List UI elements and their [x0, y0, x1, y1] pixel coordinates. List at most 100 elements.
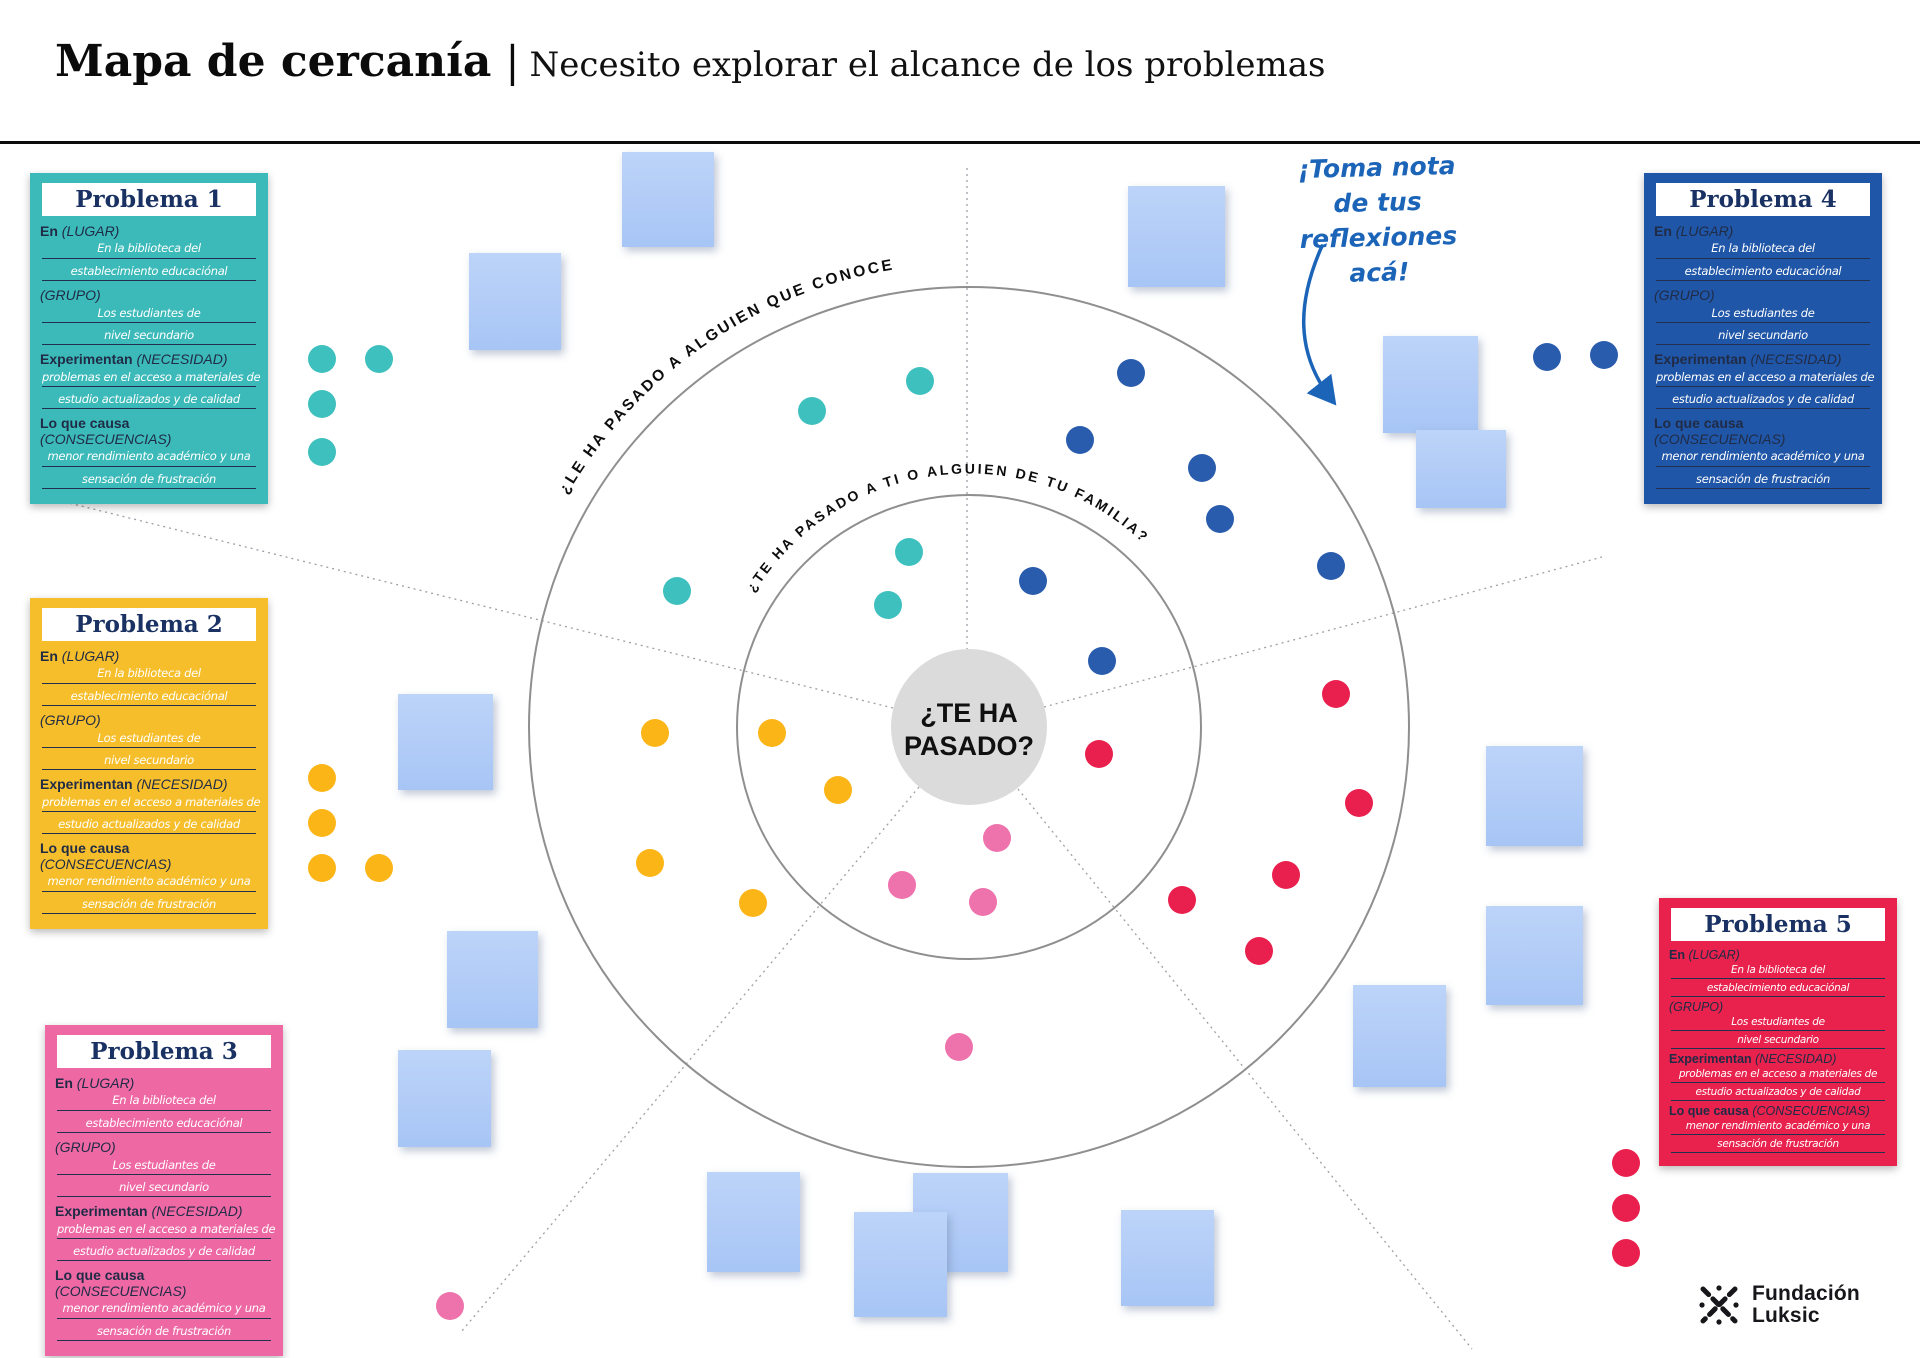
field-value[interactable]: estudio actualizados y de calidad	[42, 392, 256, 410]
field-value[interactable]: problemas en el acceso a materiales de	[42, 795, 261, 813]
field-value[interactable]: Los estudiantes de	[42, 306, 256, 323]
field-value[interactable]: nivel secundario	[42, 753, 256, 771]
dot-yellow[interactable]	[308, 764, 336, 792]
dot-red[interactable]	[1085, 740, 1113, 768]
field-value[interactable]: estudio actualizados y de calidad	[42, 817, 256, 835]
dot-yellow[interactable]	[636, 849, 664, 877]
dot-red[interactable]	[1612, 1194, 1640, 1222]
field-value[interactable]: nivel secundario	[1656, 328, 1870, 346]
field-value[interactable]: problemas en el acceso a materiales de	[57, 1222, 276, 1240]
field-value[interactable]: problemas en el acceso a materiales de	[42, 370, 261, 388]
dot-yellow[interactable]	[641, 719, 669, 747]
field-value[interactable]: establecimiento educaciónal	[1671, 982, 1885, 997]
field-value[interactable]: En la biblioteca del	[1656, 241, 1870, 259]
sticky-note[interactable]	[1416, 430, 1506, 508]
field-value[interactable]: menor rendimiento académico y una	[1656, 449, 1870, 467]
field-value[interactable]: problemas en el acceso a materiales de	[1671, 1068, 1885, 1083]
sticky-note[interactable]	[1128, 186, 1225, 287]
field-value[interactable]: menor rendimiento académico y una	[1671, 1120, 1885, 1135]
dot-blue[interactable]	[1188, 454, 1216, 482]
field-value[interactable]: sensación de frustración	[1671, 1138, 1885, 1153]
sticky-note[interactable]	[398, 694, 493, 790]
field-value[interactable]: sensación de frustración	[42, 472, 256, 489]
dot-teal[interactable]	[308, 438, 336, 466]
sticky-note[interactable]	[1121, 1210, 1214, 1306]
dot-teal[interactable]	[663, 577, 691, 605]
field-value[interactable]: En la biblioteca del	[57, 1093, 271, 1111]
dot-blue[interactable]	[1066, 426, 1094, 454]
dot-yellow[interactable]	[308, 854, 336, 882]
field-value[interactable]: establecimiento educaciónal	[42, 264, 256, 282]
dot-blue[interactable]	[1117, 359, 1145, 387]
dot-pink[interactable]	[945, 1033, 973, 1061]
field-value[interactable]: problemas en el acceso a materiales de	[1656, 370, 1875, 388]
sticky-note[interactable]	[622, 152, 714, 247]
dot-blue[interactable]	[1088, 647, 1116, 675]
dot-red[interactable]	[1322, 680, 1350, 708]
field-value[interactable]: establecimiento educaciónal	[57, 1116, 271, 1134]
field-value[interactable]: menor rendimiento académico y una	[57, 1301, 271, 1319]
dot-red[interactable]	[1168, 886, 1196, 914]
dot-blue[interactable]	[1317, 552, 1345, 580]
field-value[interactable]: Los estudiantes de	[57, 1158, 271, 1175]
dot-red[interactable]	[1245, 937, 1273, 965]
sticky-note[interactable]	[1353, 985, 1446, 1087]
dot-teal[interactable]	[798, 397, 826, 425]
field-value[interactable]: Los estudiantes de	[1671, 1016, 1885, 1031]
sticky-note[interactable]	[707, 1172, 800, 1272]
dot-teal[interactable]	[308, 345, 336, 373]
dot-red[interactable]	[1345, 789, 1373, 817]
dot-teal[interactable]	[874, 591, 902, 619]
dot-blue[interactable]	[1206, 505, 1234, 533]
dot-red[interactable]	[1612, 1239, 1640, 1267]
field-value[interactable]: En la biblioteca del	[42, 666, 256, 684]
field-value[interactable]: sensación de frustración	[1656, 472, 1870, 489]
sticky-note[interactable]	[1486, 906, 1583, 1005]
dot-teal[interactable]	[895, 538, 923, 566]
sticky-note[interactable]	[398, 1050, 491, 1147]
sticky-note[interactable]	[1383, 336, 1478, 433]
dot-yellow[interactable]	[365, 854, 393, 882]
field-value[interactable]: sensación de frustración	[57, 1324, 271, 1341]
dot-pink[interactable]	[983, 824, 1011, 852]
sticky-note[interactable]	[854, 1212, 947, 1317]
dot-teal[interactable]	[308, 390, 336, 418]
sticky-note[interactable]	[469, 253, 561, 350]
field-value[interactable]: nivel secundario	[42, 328, 256, 346]
dot-yellow[interactable]	[308, 809, 336, 837]
dot-yellow[interactable]	[739, 889, 767, 917]
dot-yellow[interactable]	[758, 719, 786, 747]
dot-pink[interactable]	[888, 871, 916, 899]
dot-teal[interactable]	[365, 345, 393, 373]
annotation-note[interactable]: ¡Toma nota de tus reflexiones acá!	[1276, 147, 1480, 292]
field-value[interactable]: Los estudiantes de	[42, 731, 256, 748]
dot-pink[interactable]	[969, 888, 997, 916]
field-value[interactable]: menor rendimiento académico y una	[42, 874, 256, 892]
field-value[interactable]: establecimiento educaciónal	[42, 689, 256, 707]
field-value[interactable]: En la biblioteca del	[42, 241, 256, 259]
field-value[interactable]: Los estudiantes de	[1656, 306, 1870, 323]
dot-yellow[interactable]	[824, 776, 852, 804]
dot-pink[interactable]	[436, 1292, 464, 1320]
dot-blue[interactable]	[1533, 343, 1561, 371]
field-value[interactable]: menor rendimiento académico y una	[42, 449, 256, 467]
sticky-note[interactable]	[447, 931, 538, 1028]
field-value[interactable]: estudio actualizados y de calidad	[1656, 392, 1870, 410]
field-value[interactable]: estudio actualizados y de calidad	[1671, 1086, 1885, 1101]
dot-blue[interactable]	[1019, 567, 1047, 595]
field-value[interactable]: establecimiento educaciónal	[1656, 264, 1870, 282]
dot-red[interactable]	[1612, 1149, 1640, 1177]
field-value[interactable]: nivel secundario	[57, 1180, 271, 1198]
field-value[interactable]: sensación de frustración	[42, 897, 256, 914]
dot-red[interactable]	[1272, 861, 1300, 889]
field-value[interactable]: estudio actualizados y de calidad	[57, 1244, 271, 1262]
dot-teal[interactable]	[906, 367, 934, 395]
sticky-note[interactable]	[1486, 746, 1583, 846]
field-value[interactable]: En la biblioteca del	[1671, 964, 1885, 979]
field-value[interactable]: nivel secundario	[1671, 1034, 1885, 1049]
